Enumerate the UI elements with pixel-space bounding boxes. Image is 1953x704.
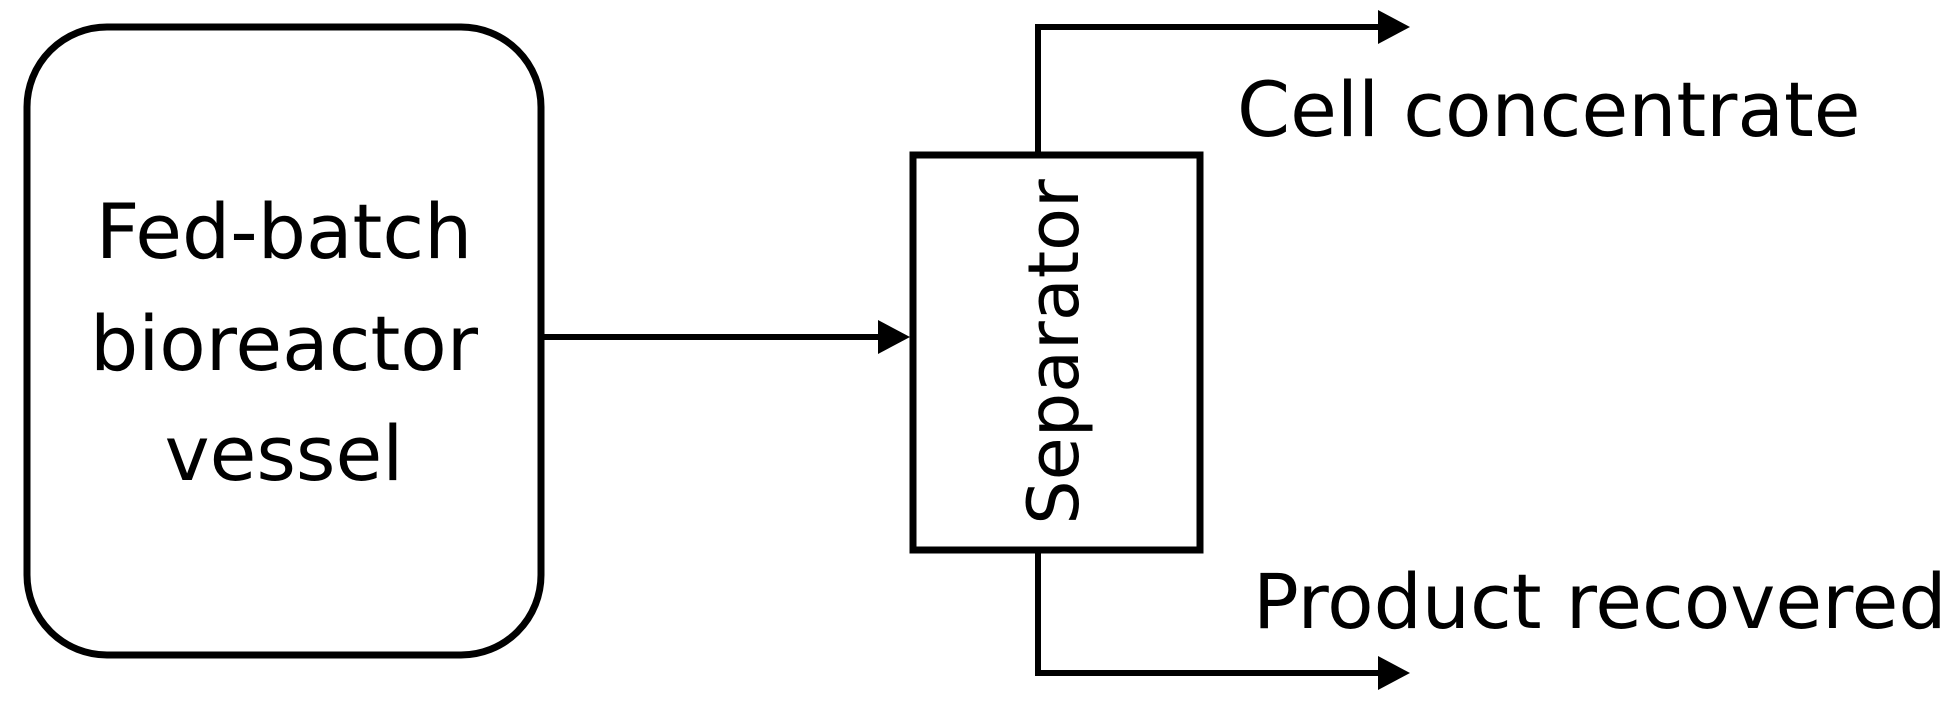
product-recovered-arrow	[1035, 550, 1410, 690]
separator: Separator	[909, 151, 1204, 554]
cell-concentrate-arrow	[1035, 10, 1410, 155]
vessel-label-line-1: Fed-batch	[96, 187, 473, 276]
separator-box	[909, 151, 1204, 554]
bioreactor-vessel: Fed-batch bioreactor vessel	[23, 23, 545, 659]
product-recovered-label: Product recovered	[1253, 557, 1947, 646]
feed-arrow	[541, 320, 910, 354]
vessel-label-line-2: bioreactor	[90, 299, 479, 388]
bioreactor-vessel-box	[23, 23, 545, 659]
vessel-label-line-3: vessel	[165, 409, 404, 498]
cell-concentrate-label: Cell concentrate	[1237, 65, 1861, 154]
separator-label: Separator	[1013, 179, 1095, 525]
